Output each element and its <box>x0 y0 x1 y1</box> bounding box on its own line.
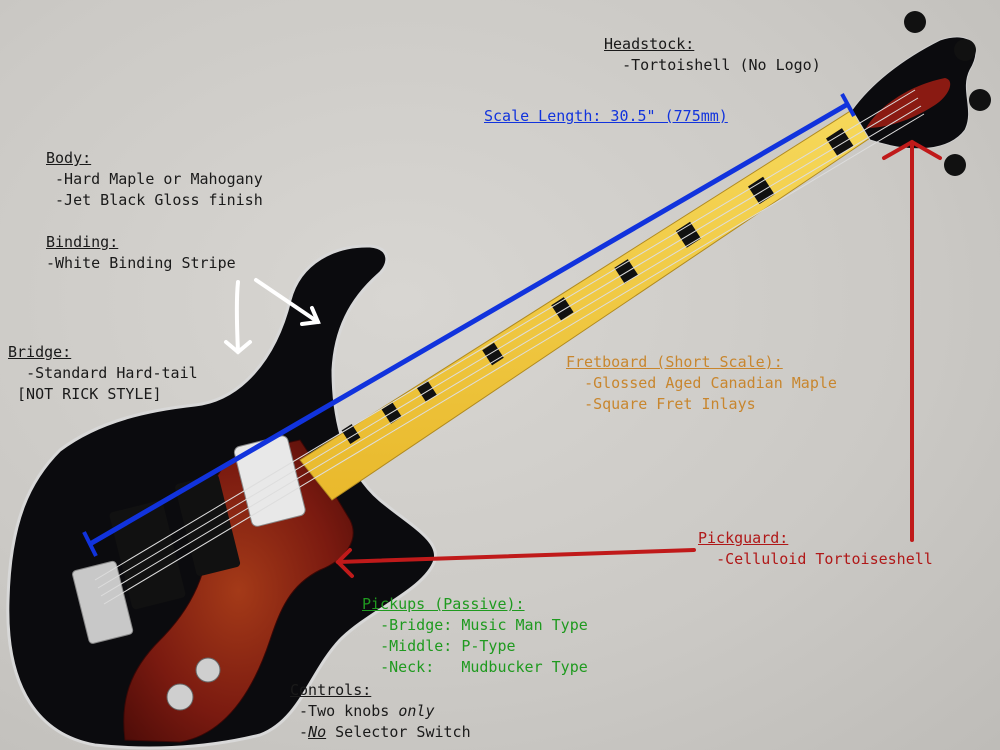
pickups-annotation: Pickups (Passive): -Bridge: Music Man Ty… <box>362 594 588 678</box>
bridge-line2: [NOT RICK STYLE] <box>17 385 162 403</box>
headstock-title: Headstock: <box>604 35 695 53</box>
binding-line1: -White Binding Stripe <box>46 254 236 272</box>
scale-length-line <box>88 101 850 547</box>
fretboard-title: Fretboard (Short Scale): <box>566 353 783 371</box>
pickups-line2: -Middle: P-Type <box>380 637 516 655</box>
binding-arrows <box>224 278 321 355</box>
body-annotation: Body: -Hard Maple or Mahogany -Jet Black… <box>46 148 263 211</box>
scale-end-cap-left <box>82 531 98 557</box>
fretboard-line2: -Square Fret Inlays <box>584 395 756 413</box>
pickups-title: Pickups (Passive): <box>362 595 525 613</box>
binding-title: Binding: <box>46 233 119 251</box>
bridge-hardware <box>72 560 134 644</box>
pickup-neck <box>233 435 306 527</box>
fretboard-line1: -Glossed Aged Canadian Maple <box>584 374 837 392</box>
fretboard-annotation: Fretboard (Short Scale): -Glossed Aged C… <box>566 352 837 415</box>
controls-annotation: Controls: -Two knobs only -No Selector S… <box>290 680 471 743</box>
pickup-middle <box>175 474 241 577</box>
pickguard-line1: -Celluloid Tortoiseshell <box>716 550 933 568</box>
tone-knob <box>195 657 221 683</box>
headstock-line1: -Tortoishell (No Logo) <box>622 56 821 74</box>
controls-line1-prefix: -Two knobs <box>299 702 399 720</box>
scale-end-cap-right <box>840 93 856 117</box>
strings <box>94 89 925 605</box>
controls-title: Controls: <box>290 681 372 699</box>
pickup-bridge <box>109 500 186 610</box>
pickguard-title: Pickguard: <box>698 529 789 547</box>
scale-length-label: Scale Length: 30.5" (775mm) <box>484 107 728 125</box>
pickups-line3: -Neck: Mudbucker Type <box>380 658 588 676</box>
controls-line2-suffix: Selector Switch <box>326 723 471 741</box>
pickguard-annotation: Pickguard: -Celluloid Tortoiseshell <box>698 528 933 570</box>
bridge-line1: -Standard Hard-tail <box>26 364 198 382</box>
tuning-pegs <box>904 11 991 176</box>
volume-knob <box>166 683 194 711</box>
bridge-annotation: Bridge: -Standard Hard-tail [NOT RICK ST… <box>8 342 198 405</box>
pickups-line1: -Bridge: Music Man Type <box>380 616 588 634</box>
red-arrows <box>335 139 942 578</box>
binding-annotation: Binding: -White Binding Stripe <box>46 232 236 274</box>
bridge-title: Bridge: <box>8 343 72 361</box>
controls-line1-emph: only <box>398 702 435 720</box>
controls-line2-prefix: - <box>299 723 309 741</box>
body-title: Body: <box>46 149 92 167</box>
body-line1: -Hard Maple or Mahogany <box>55 170 263 188</box>
body-line2: -Jet Black Gloss finish <box>55 191 263 209</box>
headstock-annotation: Headstock: -Tortoishell (No Logo) <box>604 34 821 76</box>
controls-line2-emph: No <box>308 723 327 741</box>
headstock-tortoiseshell <box>866 78 951 128</box>
